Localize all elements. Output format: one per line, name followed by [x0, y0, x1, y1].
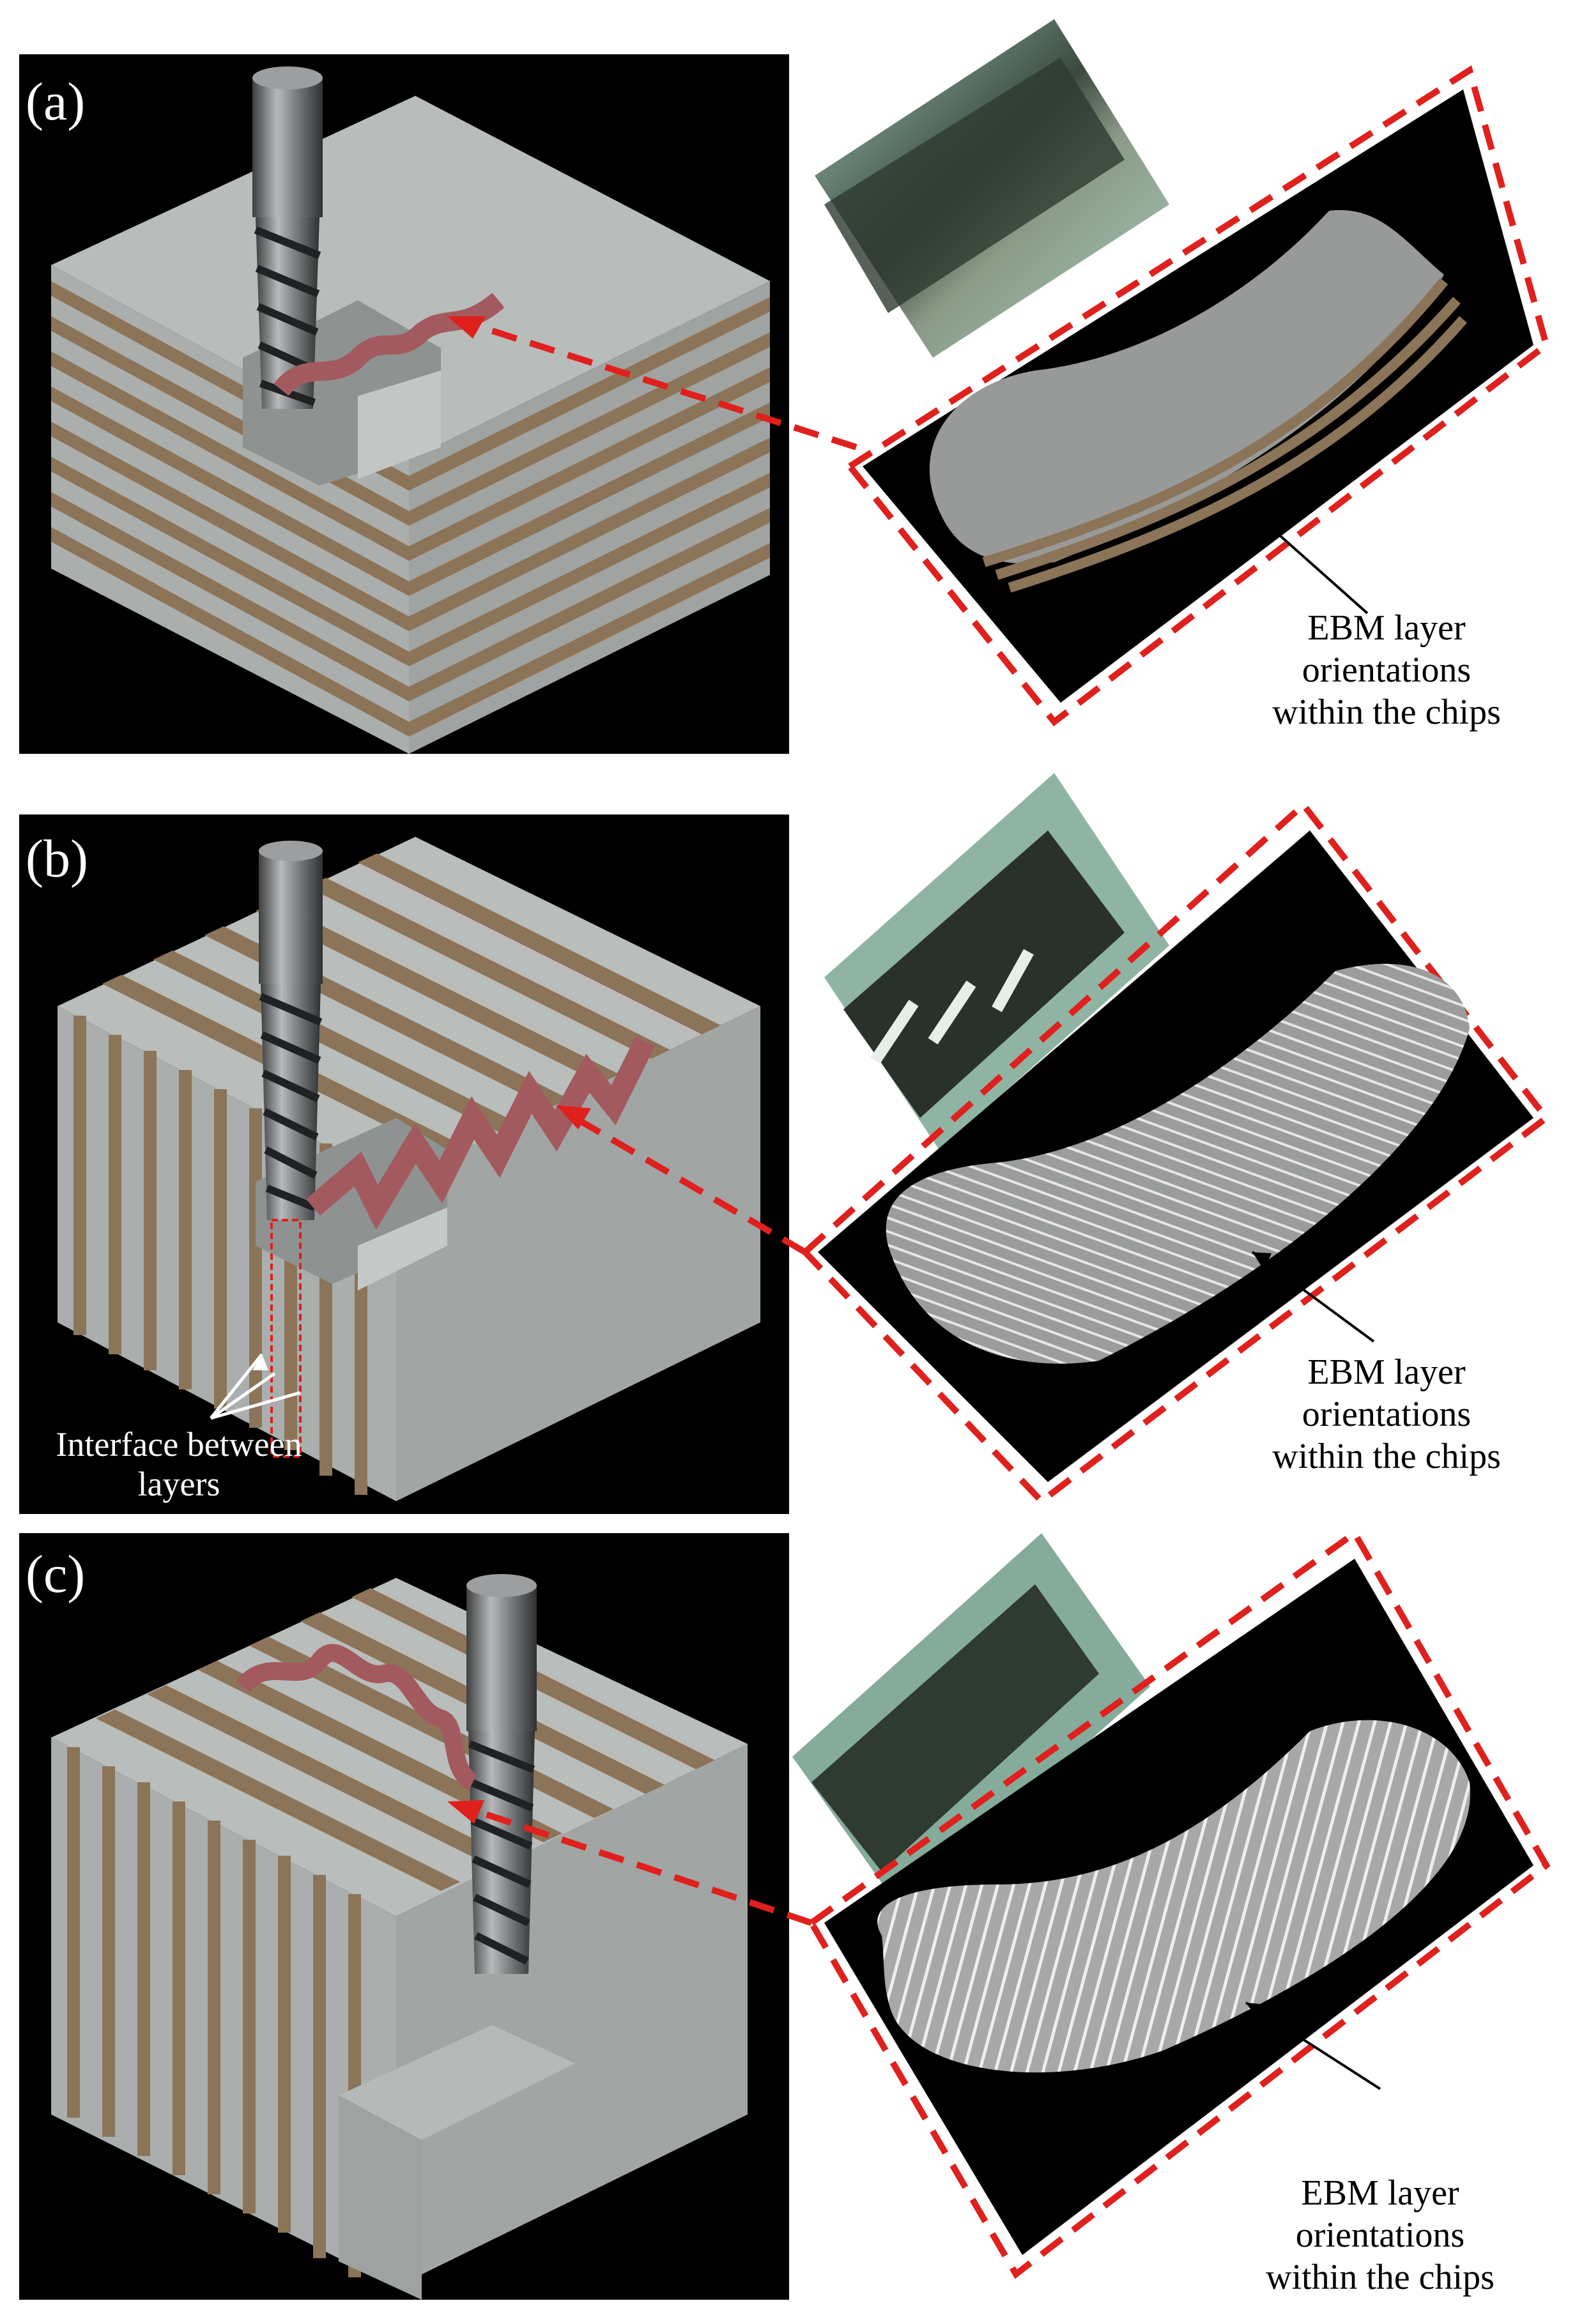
panel-c: (c) EBM layer orientations within the ch…: [0, 1527, 1591, 2324]
layer-bands-right: [409, 297, 770, 737]
callout-arrow-b: [573, 1115, 807, 1255]
panel-label-a: (a): [26, 72, 86, 132]
chip-helical-c: [236, 1644, 478, 1791]
panel-a: (a) EBM layer orientations within the ch…: [0, 0, 1591, 760]
annotation-b-line2: orientations: [1302, 1395, 1472, 1434]
layer-bands-left: [51, 281, 409, 737]
annotation-b-line3: within the chips: [1272, 1437, 1501, 1476]
interface-box: [270, 1219, 302, 1458]
zoom-frame-b: [800, 800, 1551, 1506]
chip-photo-a: [815, 19, 1169, 358]
end-mill-tool-b: [259, 841, 323, 1220]
interface-arrows: [210, 1353, 301, 1420]
zoom-frame-c: [807, 1528, 1551, 2279]
slot-wall-b: [358, 1207, 447, 1290]
workpiece-left-face: [51, 265, 409, 754]
arrowhead-icon-c: [447, 1800, 484, 1824]
chip-photo-c: [792, 1533, 1150, 1910]
panel-label-b: (b): [26, 829, 88, 889]
end-mill-tool: [252, 66, 323, 409]
annotation-c-line3: within the chips: [1266, 2258, 1495, 2297]
panel-b-graphic: [19, 773, 1551, 1514]
chip-shape-b: [886, 963, 1470, 1364]
zoom-frame-a: [845, 65, 1550, 726]
callout-arrow-a: [465, 319, 857, 450]
step-cut-c: [339, 2025, 575, 2140]
leader-arrowhead-icon-c: [1246, 2003, 1266, 2021]
annotation-a: EBM layer orientations within the chips: [1246, 607, 1527, 733]
workpiece-top-c: [51, 1578, 748, 1916]
arrowhead-icon: [447, 316, 486, 339]
annotation-c-line2: orientations: [1295, 2215, 1465, 2255]
panel-label-c: (c): [26, 1545, 86, 1604]
panel-c-graphic: [19, 1528, 1551, 2300]
chip-zigzag: [305, 1036, 656, 1230]
interface-label-line2: layers: [137, 1465, 220, 1503]
interface-arrowhead-icon: [252, 1354, 268, 1370]
chip-photo-b: [824, 773, 1169, 1150]
workpiece-right-face: [409, 281, 770, 754]
end-mill-tool-c: [466, 1574, 537, 1974]
annotation-c-line1: EBM layer: [1301, 2173, 1459, 2213]
annotation-c: EBM layer orientations within the chips: [1240, 2172, 1521, 2298]
leader-arrowhead-icon-b: [1252, 1252, 1272, 1270]
annotation-b: EBM layer orientations within the chips: [1246, 1351, 1527, 1478]
interface-label-line1: Interface between: [56, 1425, 302, 1464]
leader-arrowhead-icon: [1252, 511, 1272, 530]
panel-b: (b) Interface between layers EBM layer o…: [0, 760, 1591, 1527]
workpiece-top-b: [58, 837, 760, 1182]
chip-shape-a: [929, 210, 1444, 564]
annotation-a-line2: orientations: [1302, 650, 1472, 690]
annotation-a-line3: within the chips: [1272, 692, 1501, 732]
slot-wall: [358, 371, 441, 479]
leader-line-c: [1245, 2001, 1381, 2090]
leader-line-a: [1251, 510, 1369, 615]
annotation-a-line1: EBM layer: [1307, 608, 1466, 648]
callout-arrow-c: [465, 1805, 813, 1926]
step-face-c: [339, 2095, 422, 2300]
workpiece-right-face-b: [396, 1006, 760, 1501]
workpiece-top: [51, 96, 770, 460]
layer-bands-left-c: [67, 1747, 361, 2277]
chip-layers-a: [982, 277, 1468, 593]
arrowhead-icon-b: [556, 1105, 591, 1129]
interface-label: Interface between layers: [38, 1425, 319, 1504]
annotation-b-line1: EBM layer: [1307, 1352, 1466, 1392]
panel-a-graphic: [19, 19, 1550, 754]
leader-line-b: [1251, 1251, 1375, 1343]
chip-shape-c: [877, 1720, 1471, 2073]
